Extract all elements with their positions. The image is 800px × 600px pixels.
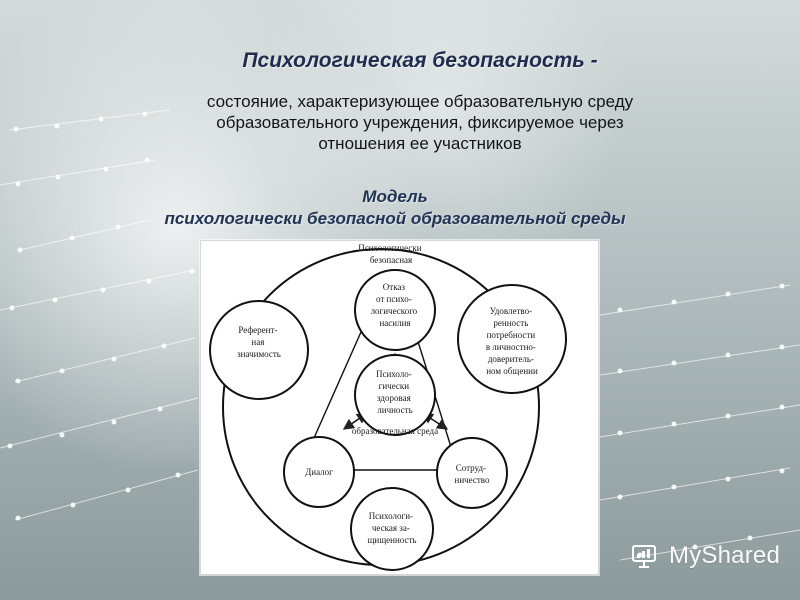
triangle-edge-top-left (309, 331, 362, 448)
model-heading: Модель психологически безопасной образов… (164, 187, 626, 228)
center-node-label: Психоло- гически здоровая личность (376, 369, 414, 415)
right-node-circle (457, 284, 567, 394)
protection-node-label: Психологи- ческая за- щищенность (367, 511, 416, 545)
center-to-right-arrow (421, 412, 449, 430)
diagram-svg: Психологически безопасная Отказ от психо… (209, 243, 567, 571)
top-node-label: Отказ от психо- логического насилия (371, 282, 420, 328)
model-diagram: Психологически безопасная Отказ от психо… (200, 240, 599, 575)
cooperation-node-circle (436, 437, 508, 509)
dialog-node-label: Диалог (305, 467, 333, 477)
left-node-circle (209, 300, 309, 400)
protection-node-circle (350, 487, 434, 571)
center-node-circle (354, 354, 436, 436)
top-node-circle (354, 269, 436, 351)
right-node-label: Удовлетво- ренность потребности в личнос… (486, 306, 538, 376)
watermark-text: MyShared (669, 542, 780, 569)
center-to-left-arrow (342, 412, 369, 430)
cooperation-node-label: Сотруд- ничество (455, 463, 490, 485)
environment-label: образовательная среда (352, 426, 438, 436)
left-node-label: Референт- ная значимость (237, 325, 281, 359)
slide-title: Психологическая безопасность - (242, 49, 598, 72)
dialog-node-circle (283, 436, 355, 508)
watermark-logo: MyShared (629, 540, 780, 572)
presentation-icon (632, 545, 657, 568)
outer-label: Психологически безопасная (358, 243, 424, 265)
slide-subtitle: состояние, характеризующее образовательн… (206, 92, 634, 153)
